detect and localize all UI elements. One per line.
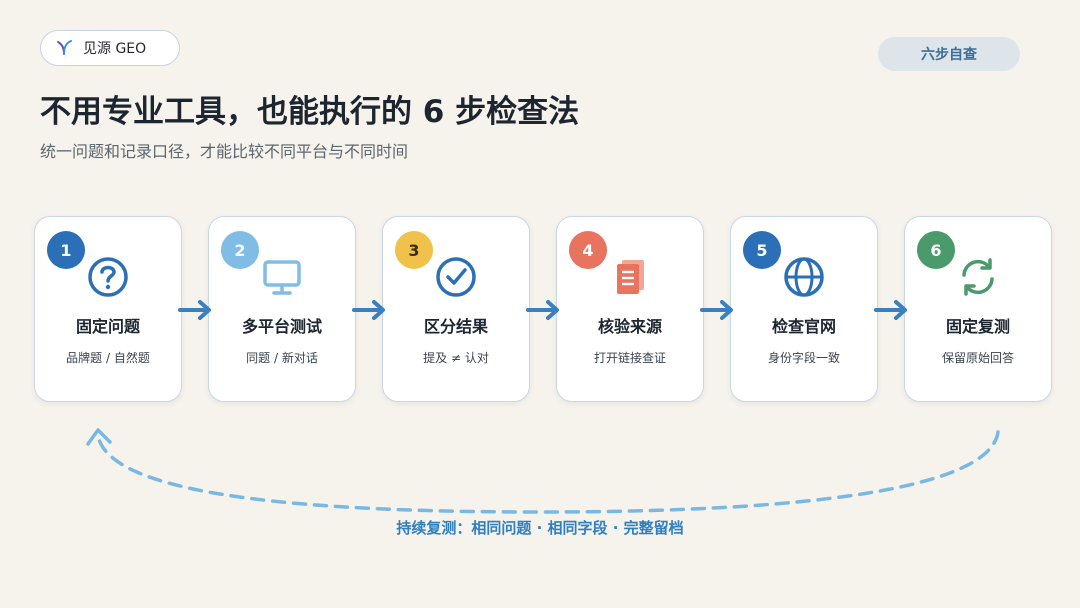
loop-caption: 持续复测：相同问题 · 相同字段 · 完整留档 <box>396 519 684 537</box>
step-card-5: 5 检查官网 身份字段一致 <box>730 216 878 402</box>
document-icon <box>617 260 644 294</box>
step-title: 区分结果 <box>423 317 488 336</box>
step-desc: 品牌题 / 自然题 <box>66 351 150 365</box>
step-card-3: 3 区分结果 提及 ≠ 认对 <box>382 216 530 402</box>
check-circle-icon <box>436 257 476 297</box>
step-title: 核验来源 <box>597 317 662 336</box>
step-card-2: 2 多平台测试 同题 / 新对话 <box>208 216 356 402</box>
step-number-badge: 4 <box>569 231 607 269</box>
step-title: 固定问题 <box>75 317 140 336</box>
step-tag-badge: 六步自查 <box>878 37 1020 71</box>
step-card-6: 6 固定复测 保留原始回答 <box>904 216 1052 402</box>
step-desc: 提及 ≠ 认对 <box>423 351 489 365</box>
step-number-badge: 5 <box>743 231 781 269</box>
step-title: 检查官网 <box>771 317 836 336</box>
page-subtitle: 统一问题和记录口径，才能比较不同平台与不同时间 <box>40 142 409 161</box>
step-number-badge: 3 <box>395 231 433 269</box>
page-title: 不用专业工具，也能执行的 6 步检查法 <box>40 94 580 130</box>
step-card-1: 1 固定问题 品牌题 / 自然题 <box>34 216 182 402</box>
step-title: 多平台测试 <box>241 317 322 336</box>
monitor-icon <box>263 260 301 295</box>
brand-logo-icon <box>57 40 72 55</box>
globe-icon <box>784 257 824 297</box>
step-desc: 同题 / 新对话 <box>246 351 318 365</box>
step-desc: 打开链接查证 <box>593 351 666 365</box>
step-number-badge: 6 <box>917 231 955 269</box>
step-number-badge: 1 <box>47 231 85 269</box>
brand-name: 见源 GEO <box>83 41 147 57</box>
step-title: 固定复测 <box>945 317 1010 336</box>
arrow-right-icon <box>352 300 385 320</box>
arrow-right-icon <box>874 300 907 320</box>
question-icon <box>88 257 128 297</box>
arrow-right-icon <box>700 300 733 320</box>
brand-pill: 见源 GEO <box>40 30 180 66</box>
loop-arrow-icon <box>86 428 1000 514</box>
arrow-right-icon <box>526 300 559 320</box>
step-number-badge: 2 <box>221 231 259 269</box>
refresh-icon <box>962 258 994 296</box>
step-card-4: 4 核验来源 打开链接查证 <box>556 216 704 402</box>
step-desc: 保留原始回答 <box>941 351 1014 365</box>
step-desc: 身份字段一致 <box>767 351 840 365</box>
arrow-right-icon <box>178 300 211 320</box>
